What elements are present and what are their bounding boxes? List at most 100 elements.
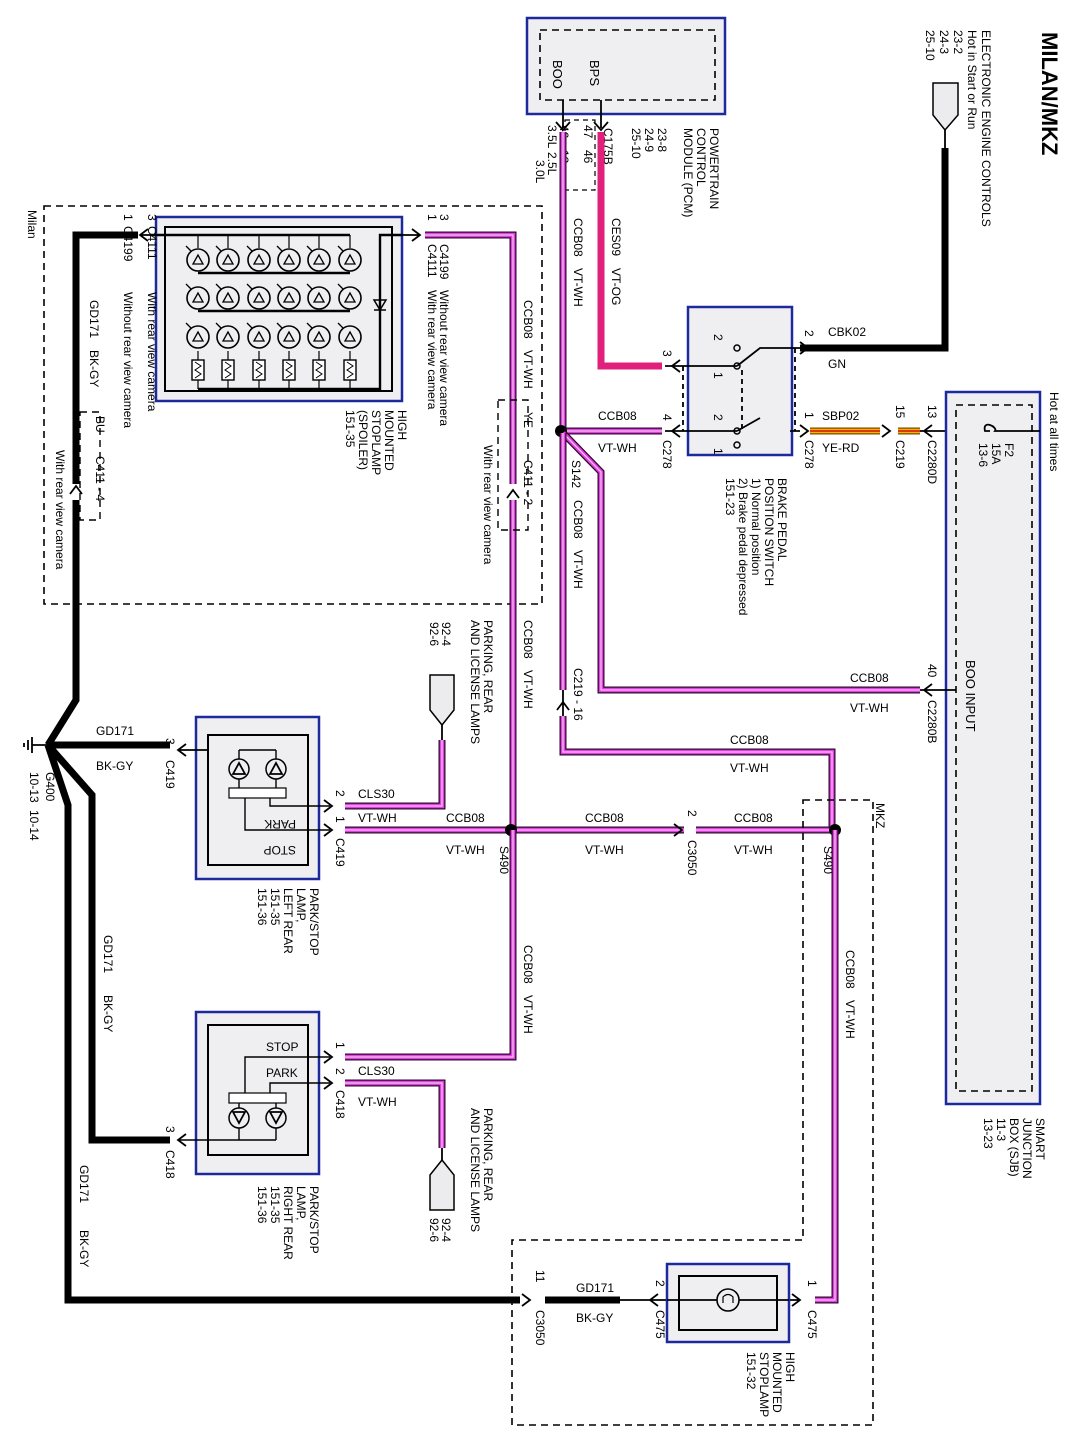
svg-text:RIGHT REAR: RIGHT REAR <box>281 1186 295 1260</box>
led-icon <box>186 325 210 349</box>
svg-text:151-36: 151-36 <box>255 888 269 926</box>
svg-text:25-10: 25-10 <box>923 30 937 61</box>
wire-ccb08-mkz-hmsl[interactable] <box>815 830 839 1304</box>
cls30-right-circuit: CLS30 <box>358 1064 395 1078</box>
c3050-pin-11: 11 <box>533 1270 547 1283</box>
brake-switch-label: BRAKE PEDAL POSITION SWITCH 1) Normal po… <box>723 478 789 615</box>
svg-text:151-23: 151-23 <box>723 478 737 516</box>
pcm-label: POWERTRAIN CONTROL MODULE (PCM) 23-8 24-… <box>629 128 721 217</box>
svg-text:MOUNTED: MOUNTED <box>770 1352 784 1413</box>
wire-ccb08-sjb[interactable] <box>560 430 920 694</box>
c419-pin-2: 2 <box>333 790 347 797</box>
c475-left: C475 <box>653 1310 667 1339</box>
wire-gd171-right-lamp[interactable] <box>45 742 170 1144</box>
led-icon <box>277 325 301 349</box>
cls30-left-circuit: CLS30 <box>358 787 395 801</box>
wire-ces09[interactable] <box>597 132 662 370</box>
ccb08-right-color: VT-WH <box>521 995 535 1034</box>
c4111-left: C4111 <box>145 226 159 260</box>
fuse-f2-icon <box>983 423 1040 432</box>
svg-text:151-35: 151-35 <box>343 410 357 448</box>
spoiler-gnd-pin-1: 1 <box>121 214 135 221</box>
c4199-left: C4199 <box>121 226 135 262</box>
g400-ref-1: 10-13 <box>27 772 41 803</box>
smart-junction-box[interactable] <box>944 390 1042 1106</box>
cbk02-color: GN <box>828 357 846 371</box>
led-icon <box>186 248 210 272</box>
svg-text:Hot in Start or Run: Hot in Start or Run <box>965 30 979 129</box>
svg-text:AND LICENSE LAMPS: AND LICENSE LAMPS <box>468 1108 482 1232</box>
wire-cbk02[interactable] <box>800 148 949 352</box>
pcm-module[interactable] <box>525 16 727 116</box>
diagram-title: MILAN/MKZ <box>1037 32 1062 155</box>
gd171-right-color: BK-GY <box>101 995 115 1032</box>
c278-right: C278 <box>802 440 816 469</box>
ccb08-mkz-vertical-color: VT-WH <box>843 1000 857 1039</box>
mkz-option-box <box>511 799 874 1426</box>
wire-cls30-left[interactable] <box>345 740 446 810</box>
with-camera-right: With rear view camera <box>425 290 439 410</box>
engine-controls-label: ELECTRONIC ENGINE CONTROLS Hot in Start … <box>923 30 993 227</box>
c475-pin-2: 2 <box>653 1280 667 1287</box>
c419-right: C419 <box>333 838 347 867</box>
ccb08-pcm-circuit: CCB08 <box>571 218 585 257</box>
wire-ccb08-spoiler[interactable] <box>425 231 517 832</box>
wire-ccb08-right-lamp[interactable] <box>345 830 517 1061</box>
ccb08-s490-color: VT-WH <box>521 670 535 709</box>
c4111-right: C4111 <box>425 244 439 278</box>
ccb08-mkz-vertical-circuit: CCB08 <box>843 950 857 989</box>
left-park-label: PARK <box>264 817 296 831</box>
svg-text:92-6: 92-6 <box>427 622 441 646</box>
svg-text:92-4: 92-4 <box>439 1218 453 1242</box>
gd171-mkz-inner-color: BK-GY <box>576 1311 613 1325</box>
wire-cls30-right[interactable] <box>345 1079 446 1148</box>
right-lamp-label: PARK/STOP LAMP, RIGHT REAR 151-35 151-36 <box>255 1186 321 1260</box>
svg-text:1) Normal position: 1) Normal position <box>749 478 763 575</box>
engine-3-5l: 3.5L <box>545 125 559 149</box>
c219-label: C219 <box>893 440 907 469</box>
svg-text:24-9: 24-9 <box>642 128 656 152</box>
ccb08-c219-color: VT-WH <box>571 550 585 589</box>
svg-text:92-6: 92-6 <box>427 1218 441 1242</box>
svg-text:POSITION SWITCH: POSITION SWITCH <box>762 478 776 586</box>
left-lamp-bulbs-icon <box>228 749 330 831</box>
led-icon <box>338 286 362 310</box>
svg-text:LAMP,: LAMP, <box>294 1186 308 1220</box>
svg-text:MOUNTED: MOUNTED <box>382 410 396 471</box>
led-icon <box>307 286 331 310</box>
sbp02-circuit: SBP02 <box>822 409 860 423</box>
svg-text:LAMP,: LAMP, <box>294 888 308 922</box>
ccb08-mkz-color: VT-WH <box>730 761 769 775</box>
wire-ccb08-c219[interactable] <box>559 433 836 830</box>
cbk02-circuit: CBK02 <box>828 325 866 339</box>
hot-at-all-times: Hot at all times <box>1047 392 1061 471</box>
vt-wh-left: VT-WH <box>358 811 397 825</box>
ccb08-switch-color: VT-WH <box>598 441 637 455</box>
ccb08-left-circuit: CCB08 <box>446 811 485 825</box>
svg-text:BOX (SJB): BOX (SJB) <box>1007 1118 1021 1177</box>
bps-pin-46: 46 <box>581 150 595 164</box>
ccb08-sjb-circuit: CCB08 <box>850 671 889 685</box>
c2280d-label: C2280D <box>925 440 939 484</box>
gd171-right-circuit: GD171 <box>101 935 115 973</box>
left-lamp-label: PARK/STOP LAMP, LEFT REAR 151-35 151-36 <box>255 888 321 956</box>
c2280b-pin: 40 <box>925 664 939 678</box>
resistor-icon <box>191 359 205 381</box>
led-icon <box>216 286 240 310</box>
resistor-icon <box>221 359 235 381</box>
svg-text:STOPLAMP: STOPLAMP <box>757 1352 771 1417</box>
hmsl-mkz-label: HIGH MOUNTED STOPLAMP 151-32 <box>744 1352 797 1417</box>
switch-contact-1b: 1 <box>711 448 725 455</box>
svg-text:PARK/STOP: PARK/STOP <box>307 888 321 956</box>
parking-lamps-top-tag <box>429 674 455 727</box>
right-stop-label: STOP <box>266 1040 298 1054</box>
c411-2-label: C411 - 2 <box>521 460 535 505</box>
led-icon <box>338 248 362 272</box>
wire-gd171-spoiler[interactable] <box>45 231 138 747</box>
wire-gd171-mkz[interactable] <box>44 743 620 1304</box>
with-camera-c411-2: With rear view camera <box>481 445 495 565</box>
sjb-label: SMART JUNCTION BOX (SJB) 11-3 13-23 <box>981 1118 1047 1179</box>
ccb08-mkz-circuit: CCB08 <box>730 733 769 747</box>
without-camera-right: Without rear view camera <box>437 290 451 426</box>
svg-text:151-35: 151-35 <box>268 1186 282 1224</box>
